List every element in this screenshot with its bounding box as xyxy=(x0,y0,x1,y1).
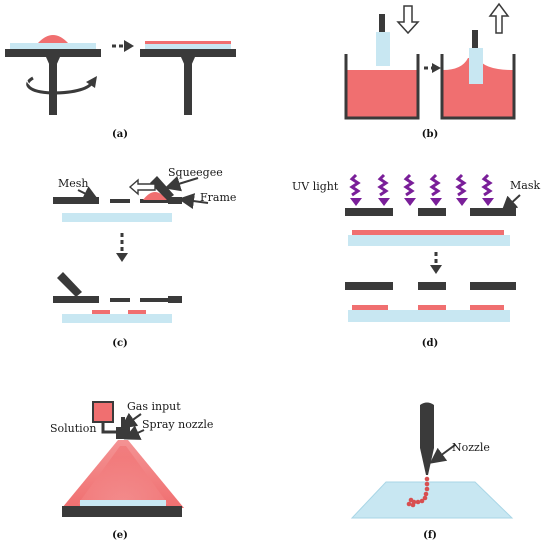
spin-shaft xyxy=(49,64,57,115)
uv-light-icon xyxy=(349,173,493,197)
chuck-neck xyxy=(46,57,60,66)
substrate xyxy=(348,310,510,322)
substrate xyxy=(10,43,96,49)
down-arrow-icon xyxy=(396,5,420,35)
feed-line xyxy=(101,422,117,434)
spray-nozzle-label: Spray nozzle xyxy=(142,418,213,431)
substrate-coated xyxy=(145,44,231,49)
frame-left xyxy=(53,197,99,204)
squeegee-label: Squeegee xyxy=(168,166,223,179)
uv-light-label: UV light xyxy=(292,180,339,193)
holder xyxy=(379,14,385,32)
gas-input-label: Gas input xyxy=(127,400,181,413)
spray-nozzle xyxy=(116,427,130,439)
squeegee xyxy=(57,272,82,297)
nozzle xyxy=(420,402,434,475)
deposited-ink-dots xyxy=(406,476,430,508)
panel-f-direct-ink-writing: Nozzle (f) xyxy=(350,402,514,541)
substrate xyxy=(376,32,390,66)
frame-label: Frame xyxy=(200,191,236,204)
mesh-right xyxy=(140,199,170,203)
frame-left xyxy=(53,296,99,303)
caption-c: (c) xyxy=(112,338,128,349)
caption-f: (f) xyxy=(423,530,437,541)
patterned-film xyxy=(418,305,446,310)
solution-bath xyxy=(443,58,513,118)
substrate xyxy=(350,481,514,519)
mesh-label: Mesh xyxy=(58,177,89,190)
mask-label: Mask xyxy=(510,179,540,192)
substrate xyxy=(469,48,483,84)
squeegee-direction-arrow-icon xyxy=(128,178,156,196)
substrate xyxy=(348,235,510,246)
patterned-film xyxy=(352,305,388,310)
frame-right xyxy=(168,296,182,303)
panel-d-photolithography: UV light Mask (d) xyxy=(292,173,540,349)
nozzle-label: Nozzle xyxy=(452,441,490,454)
mask xyxy=(470,282,516,290)
rotation-arrow-icon xyxy=(26,76,94,95)
caption-d: (d) xyxy=(422,338,438,349)
up-arrow-icon xyxy=(488,2,510,34)
container xyxy=(344,54,420,120)
spin-shaft xyxy=(184,64,192,115)
mesh-center xyxy=(110,199,130,203)
caption-b: (b) xyxy=(422,129,438,140)
thin-film xyxy=(145,41,231,44)
stage xyxy=(62,506,182,517)
panel-c-screen-printing: Mesh Squeegee Frame (c) xyxy=(53,166,236,349)
patterned-film xyxy=(470,305,504,310)
spin-chuck xyxy=(5,49,101,57)
panel-a-spin-coating: (a) xyxy=(5,35,236,140)
mask xyxy=(345,282,393,290)
mesh-center xyxy=(110,298,130,302)
frame-right xyxy=(168,197,182,204)
printed-pattern xyxy=(92,310,110,314)
caption-a: (a) xyxy=(112,129,128,140)
mask xyxy=(418,208,446,216)
caption-e: (e) xyxy=(112,530,128,541)
panel-b-dip-coating: (b) xyxy=(344,2,516,140)
solution-drop xyxy=(38,35,68,43)
mask xyxy=(418,282,446,290)
printed-pattern xyxy=(128,310,146,314)
solution-container xyxy=(92,401,114,423)
mask xyxy=(345,208,393,216)
substrate xyxy=(62,213,172,222)
squeegee xyxy=(150,176,174,200)
chuck-neck xyxy=(181,57,195,66)
container xyxy=(440,54,516,120)
substrate xyxy=(62,314,172,323)
photoresist-layer xyxy=(352,230,504,235)
solution-label: Solution xyxy=(50,422,96,435)
panel-e-spray-coating: Gas input Spray nozzle Solution (e) xyxy=(50,400,213,541)
solution-bath xyxy=(347,70,417,118)
spin-chuck xyxy=(140,49,236,57)
holder xyxy=(472,30,478,48)
substrate xyxy=(80,500,166,506)
mesh-right xyxy=(140,298,170,302)
mask xyxy=(470,208,516,216)
